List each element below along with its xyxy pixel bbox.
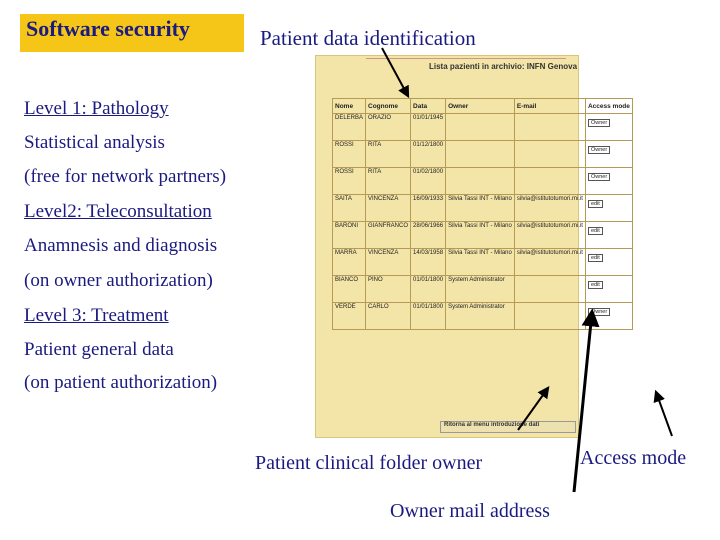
table-cell: System Administrator [445,275,515,303]
access-mode-label: Access mode [580,447,687,469]
table-cell: VERDE [331,302,367,330]
table-cell: ROSSI [331,140,367,168]
table-cell [513,167,586,195]
table-cell: Silvia Tassi INT - Milano [445,194,515,222]
level-3-heading: Level 3: Treatment [24,305,169,326]
table-cell [513,140,586,168]
access-mode-button[interactable]: edit [587,227,603,235]
return-menu-link[interactable]: Ritorna al menu introduzione dati [440,421,576,433]
table-cell: ORAZIO [365,113,412,141]
owner-mail-label: Owner mail address [390,500,550,522]
doc-header: Lista pazienti in archivio: INFN Genova [429,62,578,71]
scanned-patient-list: Lista pazienti in archivio: INFN Genova … [315,55,633,438]
access-mode-button[interactable]: Owner [587,119,611,127]
access-mode-button[interactable]: Owner [587,146,611,154]
access-mode-button[interactable]: Owner [587,173,611,181]
clinical-owner-label: Patient clinical folder owner [255,452,483,474]
table-cell: DELERBA [331,113,367,141]
level-2-note: (on owner authorization) [24,270,213,291]
table-cell: silvia@istitutotumori.mi.it [513,221,586,249]
doc-divider [366,58,566,59]
table-cell: VINCENZA [365,194,412,222]
table-cell: 28/06/1966 [410,221,447,249]
access-arrow [653,389,673,437]
access-cell: Owner [584,140,633,168]
table-cell: VINCENZA [365,248,412,276]
access-cell: edit [584,275,633,303]
owner-arrow [517,386,550,431]
level-1-note: (free for network partners) [24,166,227,187]
access-cell: edit [584,194,633,222]
access-cell: edit [584,248,633,276]
table-cell: ROSSI [331,167,367,195]
table-header-row: Nome Cognome Data Owner E-mail Access mo… [331,98,633,114]
slide-subtitle: Patient data identification [260,26,476,50]
table-cell: PINO [365,275,412,303]
patient-table: Nome Cognome Data Owner E-mail Access mo… [331,98,633,330]
access-cell: Owner [584,167,633,195]
table-cell: 01/01/1800 [410,302,447,330]
table-cell: System Administrator [445,302,515,330]
table-cell [445,140,515,168]
table-cell: BARONI [331,221,367,249]
subtitle-arrow [381,47,410,99]
level-3-desc: Patient general data [24,339,174,360]
level-2-heading: Level2: Teleconsultation [24,201,212,222]
level-3-note: (on patient authorization) [24,372,218,393]
table-cell: CARLO [365,302,412,330]
table-cell: silvia@istitutotumori.mi.it [513,194,586,222]
access-mode-button[interactable]: edit [587,254,603,262]
level-1-desc: Statistical analysis [24,132,165,153]
email-arrow [572,308,600,493]
col-header: Nome [331,98,367,114]
slide-title: Software security [20,14,244,52]
table-cell: Silvia Tassi INT - Milano [445,248,515,276]
level-2-desc: Anamnesis and diagnosis [24,235,218,256]
table-cell [445,167,515,195]
access-mode-button[interactable]: edit [587,281,603,289]
level-1-heading: Level 1: Pathology [24,98,169,119]
access-mode-button[interactable]: edit [587,200,603,208]
table-cell: SAITA [331,194,367,222]
table-cell: MARRA [331,248,367,276]
table-cell: 01/01/1800 [410,275,447,303]
